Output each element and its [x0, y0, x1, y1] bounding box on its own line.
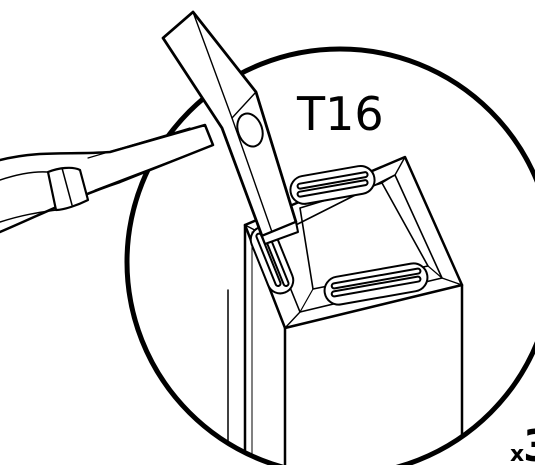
part-label: T16: [296, 87, 384, 141]
quantity-prefix: x: [510, 442, 524, 465]
slot-clip-front: [323, 262, 429, 306]
slot-clip-back: [289, 164, 376, 205]
hammer-icon: [0, 10, 299, 245]
quantity-count: 3: [523, 421, 535, 465]
